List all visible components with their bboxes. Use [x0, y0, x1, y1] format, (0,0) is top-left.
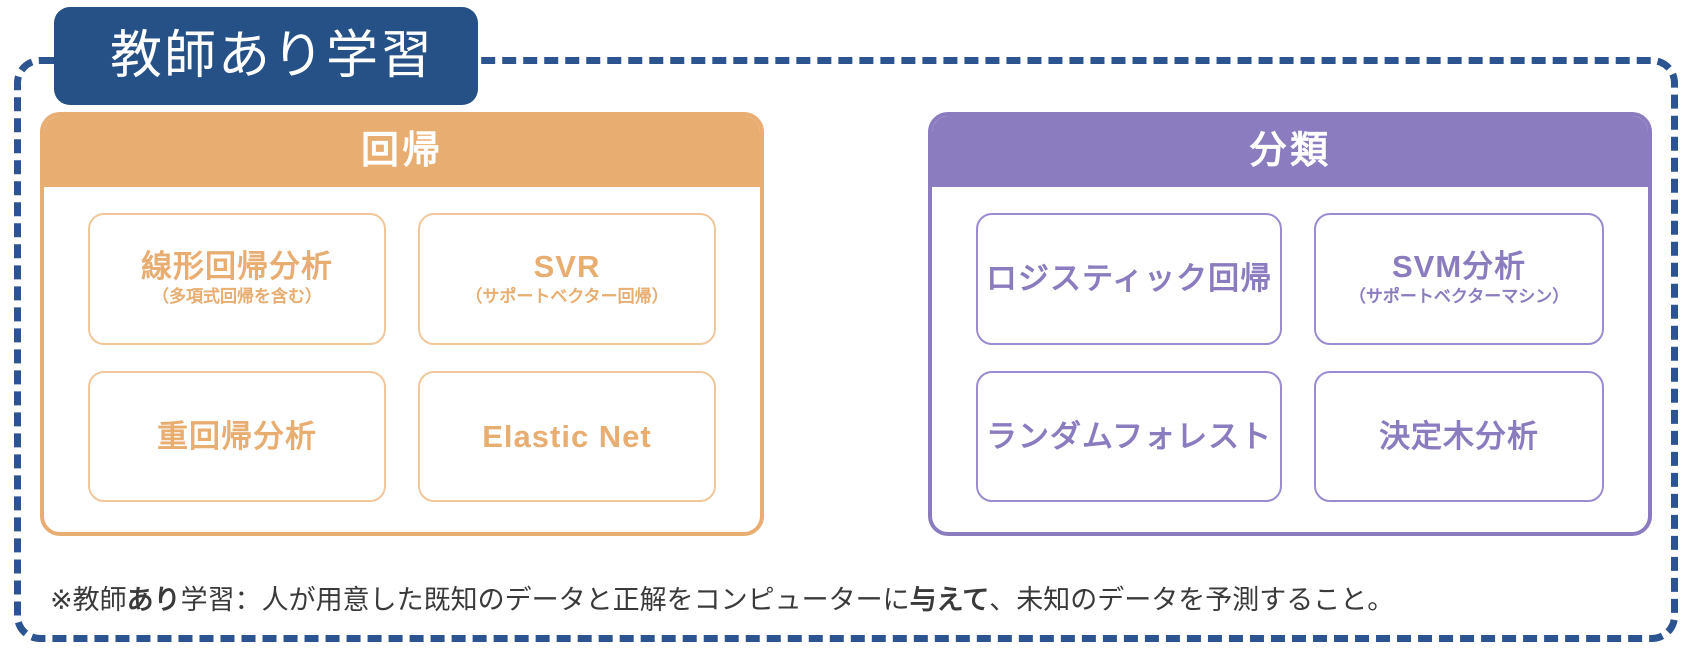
footnote-part-3: 、未知のデータを予測すること。 — [989, 585, 1395, 615]
card-decision-tree[interactable]: 決定木分析 — [1314, 370, 1604, 502]
card-random-forest[interactable]: ランダムフォレスト — [976, 370, 1283, 502]
card-title: SVM分析 — [1391, 249, 1527, 285]
card-subtitle: （サポートベクター回帰） — [465, 286, 669, 306]
panel-regression: 回帰 線形回帰分析 （多項式回帰を含む） SVR （サポートベクター回帰） 重回… — [40, 112, 764, 536]
card-subtitle: （サポートベクターマシン） — [1348, 286, 1570, 306]
panel-regression-header: 回帰 — [44, 116, 760, 187]
panel-classification: 分類 ロジスティック回帰 SVM分析 （サポートベクターマシン） ランダムフォレ… — [928, 112, 1652, 536]
diagram-title-badge: 教師あり学習 — [54, 7, 478, 105]
footnote-bold-1: あり — [126, 585, 181, 615]
panel-regression-body: 線形回帰分析 （多項式回帰を含む） SVR （サポートベクター回帰） 重回帰分析… — [44, 187, 760, 532]
card-linear-regression[interactable]: 線形回帰分析 （多項式回帰を含む） — [88, 213, 386, 345]
panel-classification-header: 分類 — [932, 116, 1648, 187]
panel-classification-title: 分類 — [1248, 130, 1331, 172]
supervised-learning-frame — [14, 57, 1678, 642]
card-title: Elastic Net — [482, 418, 652, 454]
card-title: ランダムフォレスト — [986, 418, 1273, 454]
footnote-part-1: ※教師 — [50, 585, 127, 615]
panel-classification-body: ロジスティック回帰 SVM分析 （サポートベクターマシン） ランダムフォレスト … — [932, 187, 1648, 532]
card-svr[interactable]: SVR （サポートベクター回帰） — [418, 213, 716, 345]
panel-regression-title: 回帰 — [360, 130, 443, 172]
card-multiple-regression[interactable]: 重回帰分析 — [88, 370, 386, 502]
card-title: 重回帰分析 — [157, 418, 317, 454]
card-title: ロジスティック回帰 — [986, 261, 1273, 297]
card-logistic-regression[interactable]: ロジスティック回帰 — [976, 213, 1283, 345]
footnote: ※教師あり学習：人が用意した既知のデータと正解をコンピューターに与えて、未知のデ… — [50, 583, 1630, 618]
card-elastic-net[interactable]: Elastic Net — [418, 370, 716, 502]
card-title: 線形回帰分析 — [141, 249, 333, 285]
diagram-title-label: 教師あり学習 — [110, 27, 435, 85]
card-subtitle: （多項式回帰を含む） — [152, 286, 322, 306]
card-title: SVR — [533, 249, 601, 285]
footnote-part-2: 学習：人が用意した既知のデータと正解をコンピューターに — [180, 585, 910, 615]
footnote-bold-2: 与えて — [909, 585, 990, 615]
card-title: 決定木分析 — [1379, 418, 1540, 454]
card-svm[interactable]: SVM分析 （サポートベクターマシン） — [1314, 213, 1604, 345]
category-panels: 回帰 線形回帰分析 （多項式回帰を含む） SVR （サポートベクター回帰） 重回… — [40, 112, 1652, 536]
